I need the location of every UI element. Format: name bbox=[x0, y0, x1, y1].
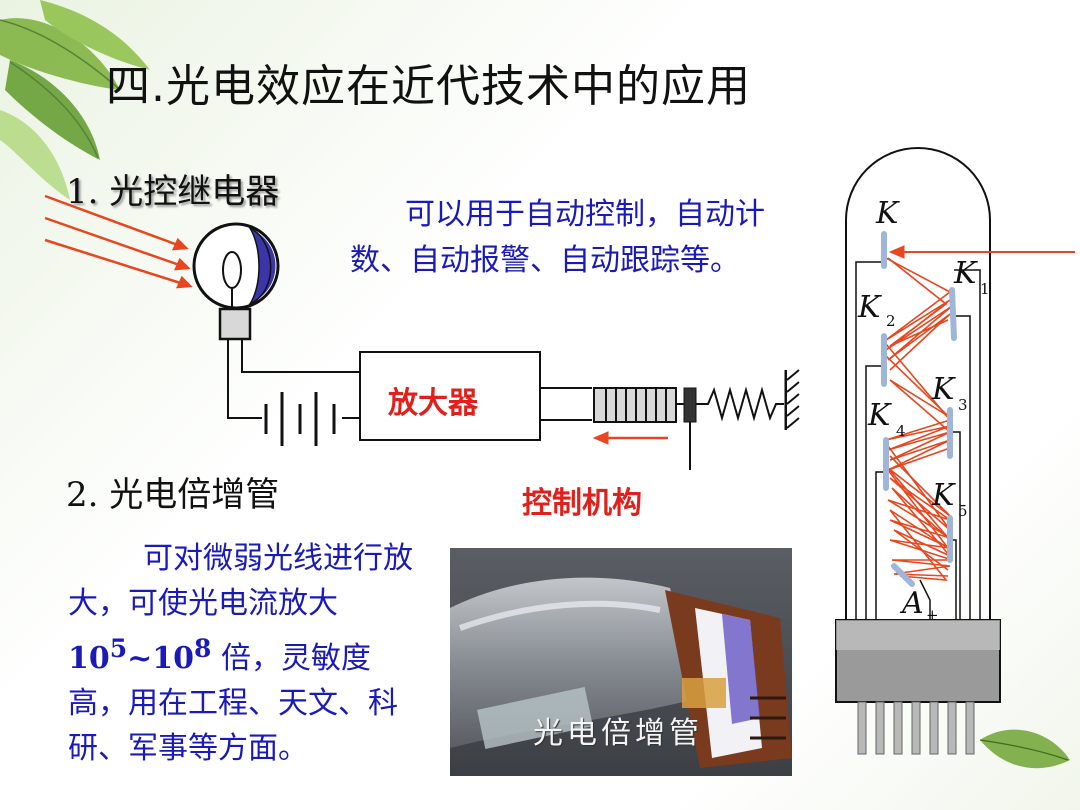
battery bbox=[264, 392, 336, 446]
phototube bbox=[192, 222, 280, 341]
photomultiplier-description: 可对微弱光线进行放大，可使光电流放大105~108 倍，灵敏度高，用在工程、天文… bbox=[68, 541, 413, 766]
photo-relay-circuit-diagram bbox=[44, 194, 800, 470]
anode-subscript: + bbox=[926, 606, 939, 624]
leaf-decoration-top-left bbox=[0, 0, 150, 200]
tube-pins bbox=[857, 701, 975, 755]
movement-arrow bbox=[592, 431, 668, 445]
tube-envelope bbox=[845, 147, 991, 622]
leaf-decoration-bottom-right bbox=[979, 729, 1070, 769]
photomultiplier-photo bbox=[450, 548, 792, 776]
dynode-1-subscript: 1 bbox=[980, 280, 990, 298]
incoming-light-arrow bbox=[888, 245, 1075, 259]
tube-base bbox=[835, 619, 1001, 703]
anode-label: A bbox=[902, 586, 924, 621]
control-mechanism-label: 控制机构 bbox=[522, 486, 642, 521]
section-heading-photomultiplier: 2. 光电倍增管 bbox=[66, 475, 280, 515]
dynodes bbox=[881, 231, 957, 587]
slide-title: 四.光电效应在近代技术中的应用 bbox=[106, 61, 751, 112]
section-heading-photo-relay: 1. 光控继电器 bbox=[66, 172, 280, 212]
amplifier-label: 放大器 bbox=[388, 386, 478, 421]
spring bbox=[696, 386, 784, 422]
dynode-4-label: K bbox=[868, 398, 891, 433]
photo-caption: 光电倍增管 bbox=[533, 716, 703, 751]
dynode-5-subscript: 5 bbox=[958, 502, 968, 520]
dynode-4-subscript: 4 bbox=[896, 422, 906, 440]
dynode-1-label: K bbox=[954, 256, 977, 291]
dynode-3-label: K bbox=[932, 372, 955, 407]
wall-hatching bbox=[784, 369, 800, 430]
amplifier-box bbox=[359, 351, 541, 441]
dynode-5-label: K bbox=[932, 478, 955, 513]
cathode-label: K bbox=[876, 196, 899, 231]
electromagnet-coil bbox=[593, 387, 677, 423]
dynode-2-label: K bbox=[858, 290, 881, 325]
dynode-2-subscript: 2 bbox=[886, 312, 896, 330]
photo-relay-description: 可以用于自动控制，自动计数、自动报警、自动跟踪等。 bbox=[350, 197, 765, 278]
incident-light-rays bbox=[44, 194, 193, 289]
dynode-3-subscript: 3 bbox=[958, 396, 968, 414]
